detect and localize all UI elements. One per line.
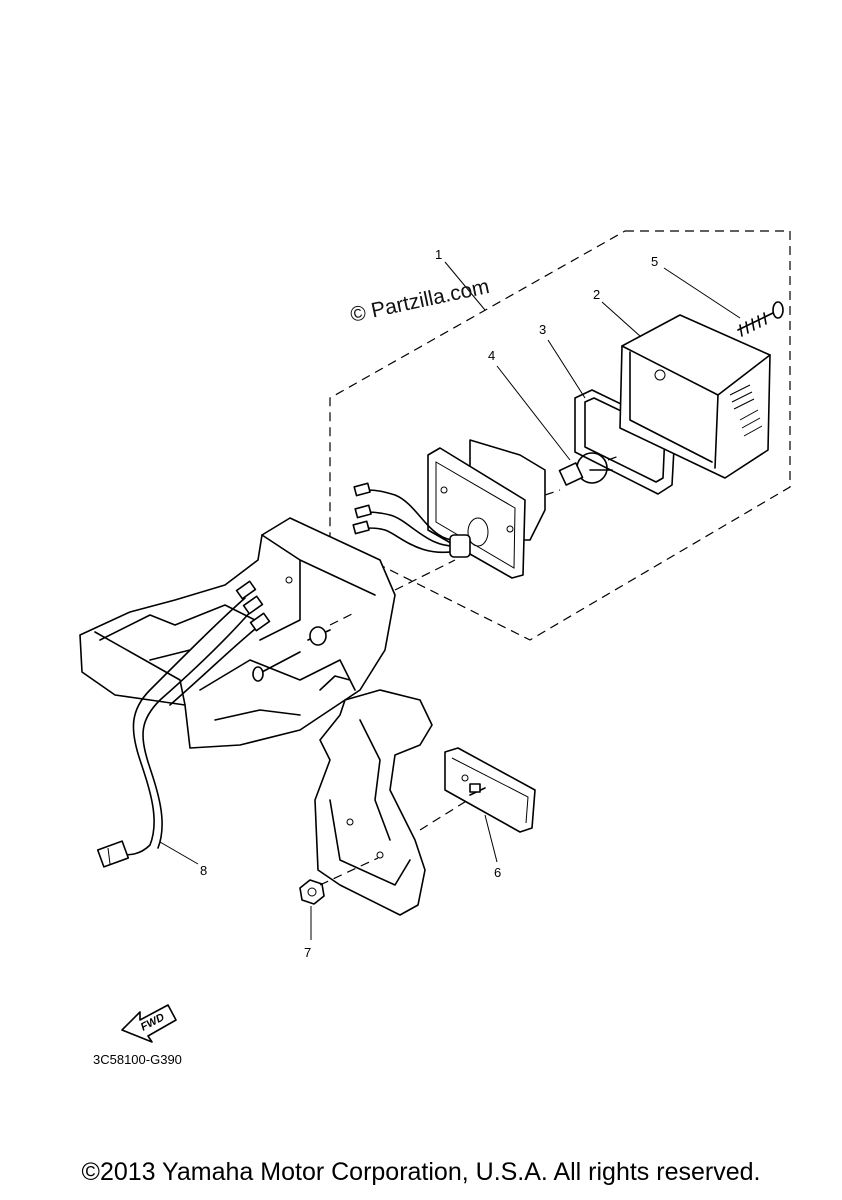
license-plate-bracket <box>314 689 433 916</box>
lens-gasket <box>574 389 676 495</box>
copyright-notice: ©2013 Yamaha Motor Corporation, U.S.A. A… <box>81 1158 761 1186</box>
drawing-code: 3C58100-G390 <box>93 1052 182 1067</box>
tail-light-base <box>427 439 546 579</box>
callout-6: 6 <box>494 865 501 880</box>
assembly-boundary <box>329 230 791 641</box>
base-wire-leads <box>352 482 471 558</box>
nut <box>299 879 325 905</box>
wire-harness <box>96 580 271 868</box>
reflector <box>444 747 536 833</box>
tail-light-lens <box>619 314 771 479</box>
lens-screw <box>737 301 784 337</box>
alignment-lines <box>319 454 623 886</box>
rear-fender <box>79 517 396 749</box>
callout-2: 2 <box>593 287 600 302</box>
callout-8: 8 <box>200 863 207 878</box>
callout-7: 7 <box>304 945 311 960</box>
callout-1: 1 <box>435 247 442 262</box>
mount-bolts <box>252 626 331 682</box>
callout-5: 5 <box>651 254 658 269</box>
callout-3: 3 <box>539 322 546 337</box>
leader-lines <box>159 261 741 940</box>
forward-direction-arrow: FWD <box>121 1004 177 1043</box>
callout-4: 4 <box>488 348 495 363</box>
bulb <box>558 452 608 486</box>
